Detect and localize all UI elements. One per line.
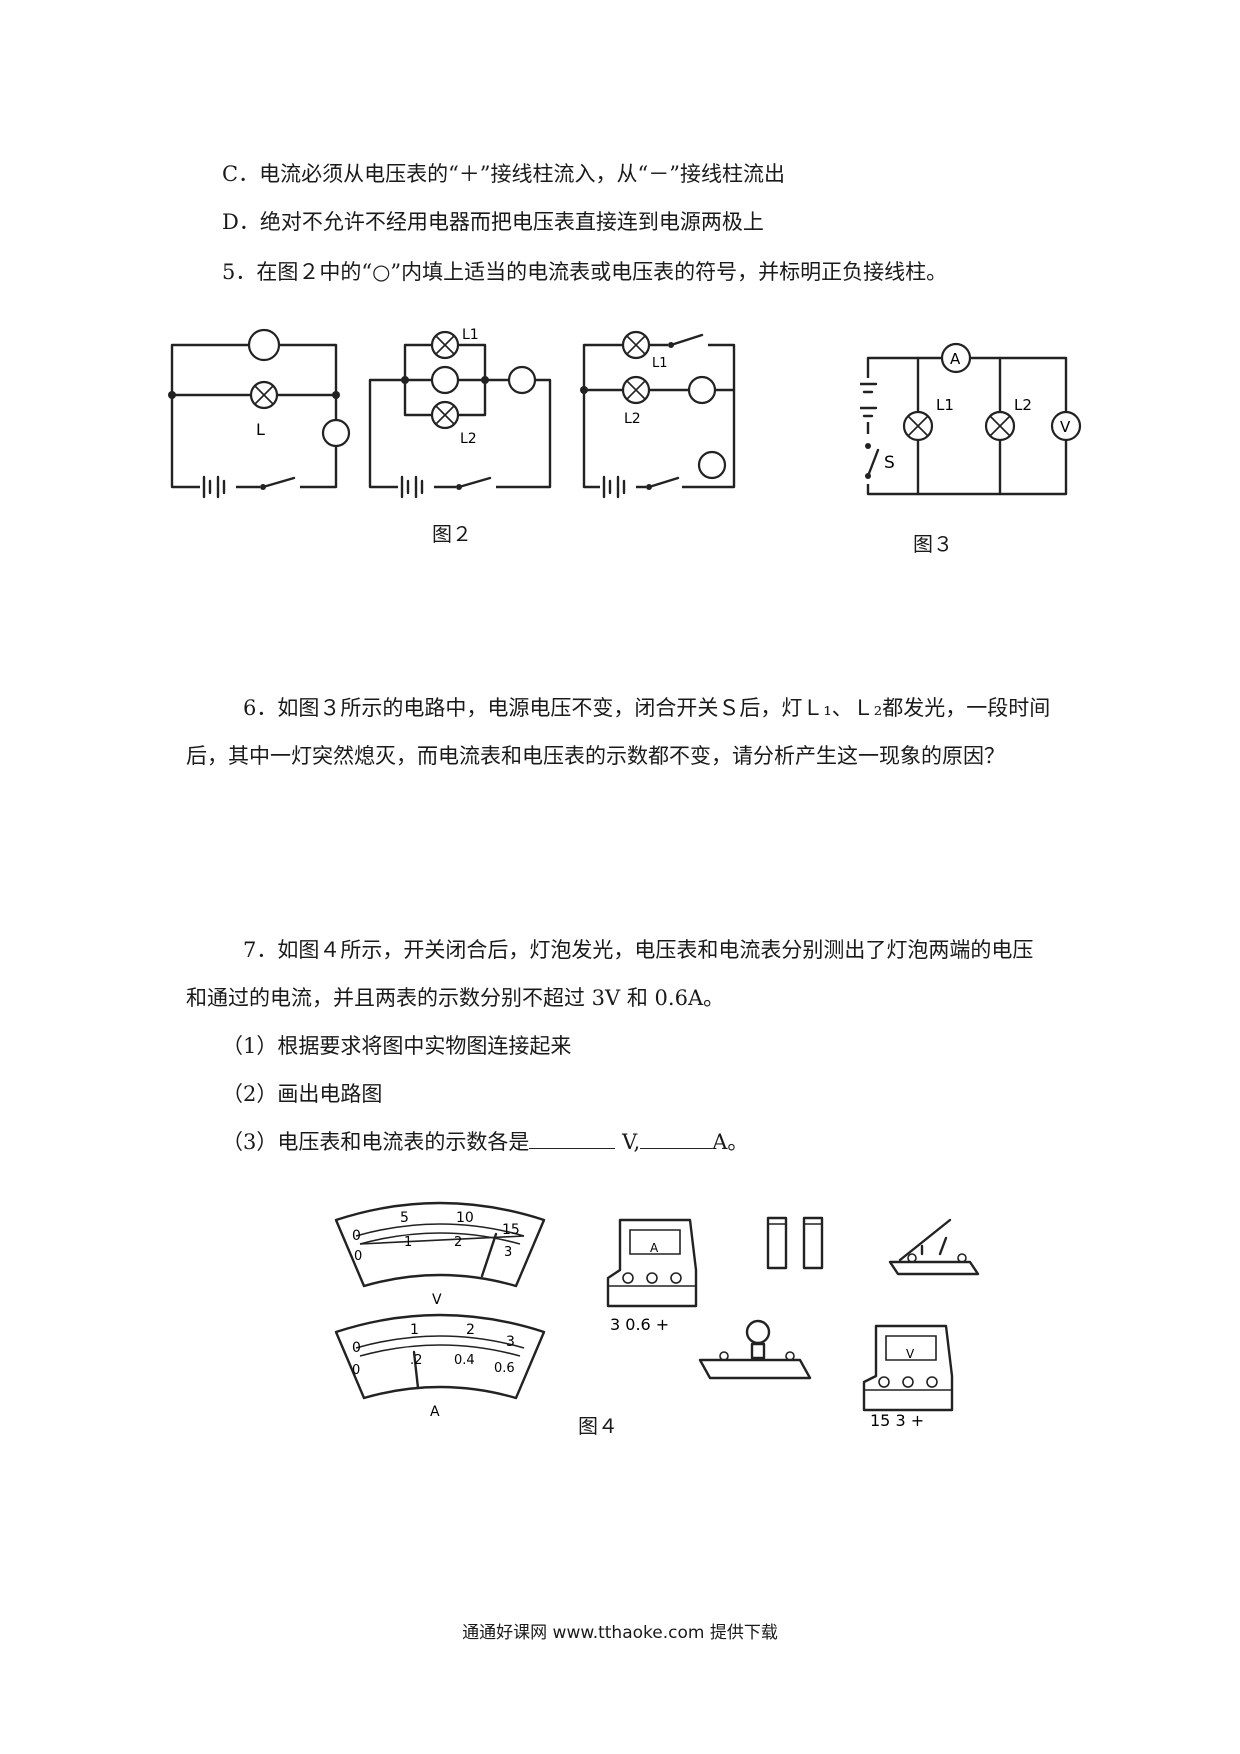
question-5: 5．在图２中的“○”内填上适当的电流表或电压表的符号，并标明正负接线柱。	[222, 260, 948, 284]
figure-2-caption: 图２	[432, 522, 472, 546]
v-upper-tick-15: 15	[502, 1222, 520, 1238]
question-7-part-1: （1）根据要求将图中实物图连接起来	[222, 1034, 572, 1058]
label-L1-b: L1	[652, 356, 668, 371]
circuit-2: L1 L2	[368, 327, 552, 499]
fig3-label-L2: L2	[1014, 396, 1032, 414]
meter-circle-5	[687, 375, 717, 405]
part-3-prefix: （3）电压表和电流表的示数各是	[222, 1130, 530, 1154]
voltage-answer-blank[interactable]	[529, 1128, 616, 1149]
ammeter-symbol	[940, 342, 972, 374]
v-lower-tick-2: 2	[454, 1235, 462, 1250]
a-lower-tick-0: 0	[352, 1363, 360, 1378]
v-lower-tick-1: 1	[404, 1235, 412, 1250]
fig3-label-V: V	[1060, 418, 1071, 436]
label-L2-b: L2	[624, 411, 641, 427]
v-dial-unit: V	[432, 1292, 442, 1308]
figure-2-circuits: L L1 L2	[168, 327, 736, 499]
ammeter-device: A 3 0.6 +	[606, 1218, 698, 1334]
question-7-line-1: 7．如图４所示，开关闭合后，灯泡发光，电压表和电流表分别测出了灯泡两端的电压	[243, 938, 1034, 962]
option-d: D．绝对不允许不经用电器而把电压表直接连到电源两极上	[222, 210, 764, 234]
batteries	[766, 1216, 824, 1270]
v-lower-tick-0: 0	[354, 1249, 362, 1264]
voltmeter-device: V 15 3 +	[862, 1324, 954, 1430]
question-7-line-2: 和通过的电流，并且两表的示数分别不超过 3V 和 0.6A。	[186, 986, 725, 1010]
question-6-line-2: 后，其中一灯突然熄灭，而电流表和电压表的示数都不变，请分析产生这一现象的原因？	[186, 744, 1005, 768]
a-lower-tick-04: 0.4	[454, 1353, 475, 1368]
figure-3-caption: 图３	[913, 532, 953, 556]
question-7-part-3: （3）电压表和电流表的示数各是 V, A。	[222, 1128, 748, 1156]
figure-4-dials: 0 5 10 15 0 1 2 3 V 0 1 2 3 0 .2 0.4 0.6…	[334, 1201, 546, 1420]
v-upper-tick-10: 10	[456, 1210, 474, 1226]
v-lower-tick-3: 3	[504, 1245, 512, 1260]
unit-a: A。	[712, 1130, 749, 1154]
figure-4-components: A 3 0.6 + V 15 3 +	[606, 1216, 980, 1430]
label-L: L	[256, 420, 265, 439]
question-6-line-1: 6．如图３所示的电路中，电源电压不变，闭合开关Ｓ后，灯Ｌ₁、Ｌ₂都发光，一段时间	[243, 696, 1051, 720]
ammeter-device-terminals: 3 0.6 +	[610, 1315, 669, 1334]
a-lower-tick-02: .2	[410, 1353, 422, 1368]
option-c: C．电流必须从电压表的“＋”接线柱流入，从“－”接线柱流出	[222, 162, 786, 186]
v-upper-tick-5: 5	[400, 1210, 409, 1226]
a-upper-tick-2: 2	[466, 1322, 475, 1338]
question-7-part-2: （2）画出电路图	[222, 1082, 383, 1106]
knife-switch	[888, 1218, 980, 1276]
voltmeter-symbol	[1050, 410, 1082, 442]
figure-3-circuit: A V L1 L2 S	[860, 342, 1082, 496]
a-upper-tick-1: 1	[410, 1322, 419, 1338]
ammeter-dial: 0 1 2 3 0 .2 0.4 0.6 A	[334, 1313, 546, 1420]
meter-circle-4	[507, 365, 537, 395]
meter-circle-2	[321, 418, 351, 448]
voltmeter-device-terminals: 15 3 +	[870, 1411, 924, 1430]
circuit-3: L1 L2	[580, 330, 736, 499]
a-upper-tick-3: 3	[506, 1334, 515, 1350]
meter-circle-3	[430, 365, 460, 395]
current-answer-blank[interactable]	[640, 1128, 713, 1149]
voltmeter-dial: 0 5 10 15 0 1 2 3 V	[334, 1201, 546, 1308]
lamp-on-base	[698, 1319, 812, 1380]
a-lower-tick-06: 0.6	[494, 1361, 515, 1376]
unit-v: V,	[615, 1130, 641, 1154]
footer: 通通好课网 www.tthaoke.com 提供下载	[462, 1623, 778, 1643]
label-L1: L1	[462, 327, 479, 343]
figure-4-caption: 图４	[578, 1414, 618, 1438]
a-dial-unit: A	[430, 1404, 440, 1420]
voltmeter-device-face: V	[906, 1347, 915, 1361]
fig3-label-L1: L1	[936, 396, 954, 414]
meter-circle-6	[697, 450, 727, 480]
a-upper-tick-0: 0	[352, 1340, 361, 1356]
ammeter-device-face: A	[650, 1241, 659, 1255]
label-L2: L2	[460, 431, 477, 447]
circuit-1: L	[168, 328, 351, 499]
fig3-label-S: S	[884, 453, 895, 473]
fig3-label-A: A	[950, 350, 961, 368]
v-upper-tick-0: 0	[352, 1228, 361, 1244]
meter-circle-1	[247, 328, 281, 362]
